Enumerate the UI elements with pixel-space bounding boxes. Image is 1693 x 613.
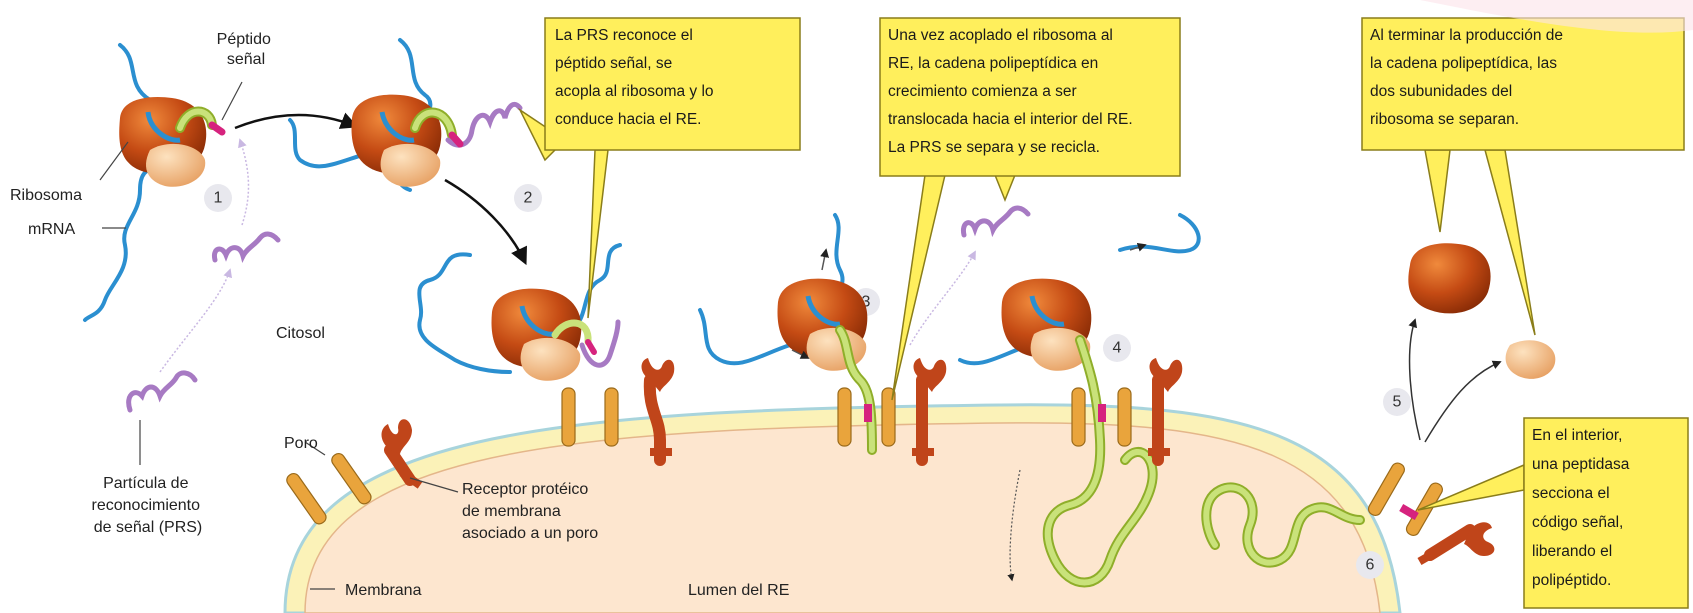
svg-text:4: 4 [1113, 340, 1122, 357]
citosol-label: Citosol [276, 325, 325, 342]
ribosome-4 [1001, 278, 1092, 371]
callout-box-3: Al terminar la producción de la cadena p… [1361, 17, 1685, 336]
receptor-leader [409, 477, 459, 493]
small-subunit-free [1505, 340, 1556, 379]
cleaved-signal-peptide [1399, 504, 1419, 520]
prs-path-arrow [159, 268, 232, 373]
peptido-leader [221, 81, 243, 121]
ribosome-dock [491, 288, 582, 381]
callout-box-1: La PRS reconoce el péptido señal, se aco… [518, 17, 801, 319]
corner-decoration [1420, 0, 1693, 33]
step-badge-1: 1 [204, 184, 232, 212]
callout-4-text: En el interior, una peptidasa secciona e… [1532, 427, 1634, 589]
svg-text:6: 6 [1366, 557, 1375, 574]
nascent-peptide-dock [551, 319, 592, 346]
prs-particle-free [126, 205, 1031, 413]
callout-2-text: Una vez acoplado el ribosoma al RE, la c… [888, 27, 1137, 156]
peptide-4-inner [1044, 337, 1156, 586]
arrow-1-to-2 [234, 112, 359, 130]
signal-peptide-3 [864, 404, 872, 422]
released-polypeptide-inner [1203, 484, 1363, 566]
svg-text:3: 3 [862, 294, 871, 311]
step-badge-2: 2 [514, 184, 542, 212]
ribosome-3 [777, 278, 868, 371]
step-badge-4: 4 [1103, 334, 1131, 362]
signal-peptide-4 [1098, 404, 1106, 422]
arrow-to-small [1424, 360, 1502, 443]
signal-peptide-2 [448, 131, 464, 148]
mrna-arrow-3 [791, 349, 810, 359]
prs-label: Partícula de reconocimiento de señal (PR… [92, 475, 205, 536]
receptor-free [381, 419, 423, 489]
callout-box-4: En el interior, una peptidasa secciona e… [1417, 417, 1689, 609]
svg-text:2: 2 [524, 190, 533, 207]
signal-peptide-dock [585, 339, 597, 355]
peptido-senal-label: Péptido señal [217, 31, 276, 68]
nascent-peptide-2-inner [412, 109, 455, 138]
pore-3 [837, 387, 896, 447]
nascent-peptide-1-inner [177, 108, 215, 131]
ribosoma-label: Ribosoma [10, 187, 82, 204]
svg-text:1: 1 [214, 190, 223, 207]
callout-3-text: Al terminar la producción de la cadena p… [1370, 27, 1567, 128]
prs-recycle-arrow [909, 250, 976, 346]
prs-path-arrow-2 [238, 138, 250, 226]
receptor-6 [1417, 522, 1495, 565]
membrana-label: Membrana [345, 582, 422, 599]
pore-4 [1071, 387, 1132, 447]
mrna-strand-dock [417, 243, 622, 374]
mrna-label: mRNA [28, 221, 75, 238]
arrow-to-large [1408, 318, 1421, 441]
callout-box-2: Una vez acoplado el ribosoma al RE, la c… [879, 17, 1181, 401]
poro-label: Poro [284, 435, 318, 452]
pore-free [286, 452, 372, 525]
ribosoma-leader [99, 141, 129, 181]
poro-leader [304, 441, 326, 456]
large-subunit-free [1408, 243, 1491, 314]
step-badge-5: 5 [1383, 388, 1411, 416]
prs-bound-dock [579, 319, 621, 368]
receptor-dock [641, 358, 675, 466]
callout-1-text: La PRS reconoce el péptido señal, se aco… [555, 27, 718, 128]
receptor-4 [1148, 358, 1183, 466]
receptor-label: Receptor protéico de membrana asociado a… [462, 481, 598, 542]
pore-dock [561, 387, 619, 447]
receptor-3 [912, 358, 947, 466]
svg-text:5: 5 [1393, 394, 1402, 411]
lumen-label: Lumen del RE [688, 582, 789, 599]
prs-bound-2 [445, 101, 523, 148]
exit-arrow-4 [1129, 243, 1147, 252]
exit-arrow-3 [820, 248, 830, 271]
arrow-2-to-dock [444, 178, 527, 266]
step-badge-6: 6 [1356, 551, 1384, 579]
signal-peptide-1 [208, 121, 226, 136]
